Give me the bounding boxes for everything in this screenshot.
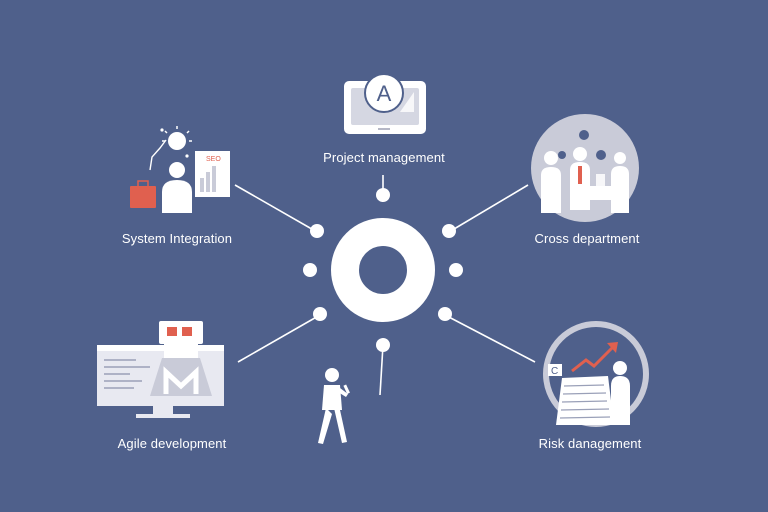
dot-lower-right xyxy=(438,307,452,321)
connector-upper-left xyxy=(234,184,318,233)
connector-lower-right xyxy=(444,314,536,363)
label-agile-development: Agile development xyxy=(117,436,227,451)
connector-upper-right xyxy=(448,184,529,233)
label-cross-department: Cross department xyxy=(534,231,640,246)
monitor-robot-icon xyxy=(97,321,224,418)
walking-person-phone-icon xyxy=(318,368,350,444)
dot-right xyxy=(449,263,463,277)
connector-lines xyxy=(234,175,536,396)
connector-bottom xyxy=(379,344,384,396)
person-with-chart-icon: SEO xyxy=(130,126,230,213)
connector-lower-left xyxy=(237,314,321,363)
dot-left xyxy=(303,263,317,277)
dot-upper-left xyxy=(310,224,324,238)
label-project-management: Project management xyxy=(323,150,445,165)
connector-dots xyxy=(303,188,463,352)
tablet-letter: A xyxy=(377,81,392,106)
dot-upper-right xyxy=(442,224,456,238)
growth-chart-person-icon: C xyxy=(543,321,649,427)
dot-bottom xyxy=(376,338,390,352)
tablet-letter-icon: A xyxy=(344,73,426,134)
chart-card-text: SEO xyxy=(206,156,221,163)
risk-card-letter: C xyxy=(551,366,558,377)
team-people-icon xyxy=(531,114,639,222)
ring-hub-icon xyxy=(331,218,435,322)
dot-top xyxy=(376,188,390,202)
label-system-integration: System Integration xyxy=(121,231,233,246)
dot-lower-left xyxy=(313,307,327,321)
label-risk-management: Risk danagement xyxy=(538,436,642,451)
